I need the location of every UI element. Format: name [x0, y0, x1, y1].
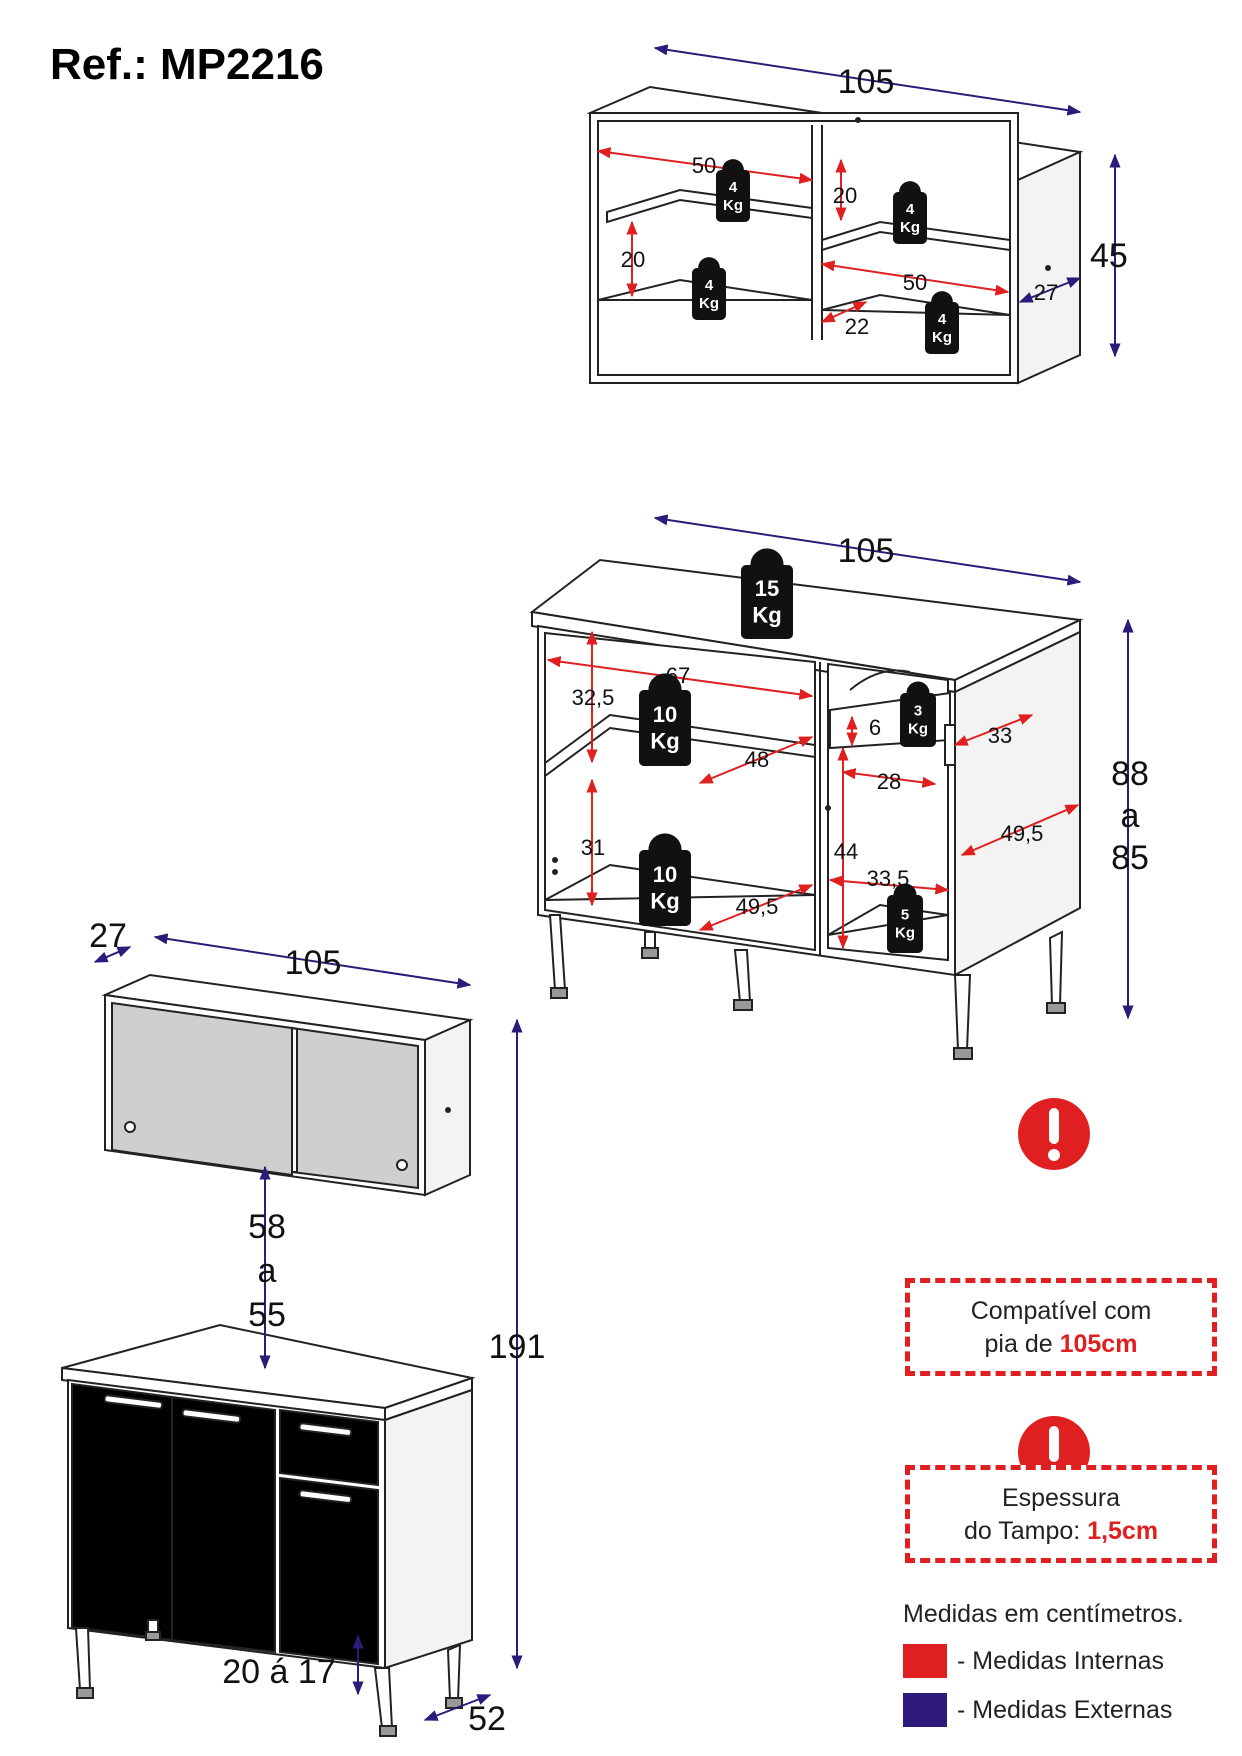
lower-int-shelf-depth-label: 48	[745, 747, 769, 772]
upper-int-width-right-label: 50	[903, 270, 927, 295]
svg-text:4Kg: 4Kg	[699, 277, 719, 312]
lower-int-drawer-height-label: 6	[869, 715, 881, 740]
upper-depth-label: 27	[1034, 280, 1058, 305]
lower-width-label: 105	[838, 532, 895, 570]
svg-text:4Kg: 4Kg	[932, 311, 952, 346]
legend-external-label: - Medidas Externas	[957, 1695, 1173, 1724]
assembly-feet-label: 20 á 17	[222, 1653, 335, 1691]
svg-text:3Kg: 3Kg	[908, 703, 928, 738]
lower-int-drawer-depth-label: 33	[988, 723, 1012, 748]
assembly-depth-upper-label: 27	[89, 917, 127, 955]
svg-text:4Kg: 4Kg	[723, 179, 743, 214]
lower-int-bottom-depth-label: 49,5	[736, 894, 779, 919]
svg-text:4Kg: 4Kg	[900, 201, 920, 236]
internal-color-swatch	[903, 1644, 947, 1678]
svg-text:5Kg: 5Kg	[895, 906, 915, 941]
assembly-total-height-label: 191	[489, 1328, 546, 1366]
upper-height-label: 45	[1090, 237, 1128, 275]
assembled-upper-drawing	[101, 973, 474, 1197]
upper-cabinet-drawing	[586, 85, 1084, 385]
lower-int-lower-height-label: 31	[581, 835, 605, 860]
notice-highlight: 105cm	[1059, 1330, 1138, 1358]
lower-int-drawer-width-label: 28	[877, 769, 901, 794]
upper-int-height-left-label: 20	[621, 247, 645, 272]
legend-internal-label: - Medidas Internas	[957, 1646, 1165, 1675]
assembled-lower-drawing	[61, 1323, 476, 1737]
assembly-width-upper-label: 105	[285, 944, 342, 982]
alert-icon	[1018, 1098, 1090, 1170]
upper-width-label: 105	[838, 63, 895, 101]
upper-int-width-left-label: 50	[692, 153, 716, 178]
legend-external-row: - Medidas Externas	[903, 1693, 1223, 1727]
upper-int-depth-label: 22	[845, 314, 869, 339]
lower-int-side-depth-label: 49,5	[1001, 821, 1044, 846]
legend-title: Medidas em centímetros.	[903, 1600, 1184, 1628]
legend: Medidas em centímetros. - Medidas Intern…	[903, 1600, 1223, 1727]
upper-int-height-right-label: 20	[833, 183, 857, 208]
lower-int-side-height-label: 44	[834, 839, 858, 864]
external-color-swatch	[903, 1693, 947, 1727]
reference-title: Ref.: MP2216	[50, 40, 324, 89]
lower-int-upper-height-label: 32,5	[572, 685, 615, 710]
assembly-depth-lower-label: 52	[468, 1700, 506, 1738]
lower-cabinet-drawing	[529, 558, 1084, 1060]
legend-internal-row: - Medidas Internas	[903, 1644, 1223, 1678]
notice-highlight: 1,5cm	[1087, 1517, 1159, 1545]
